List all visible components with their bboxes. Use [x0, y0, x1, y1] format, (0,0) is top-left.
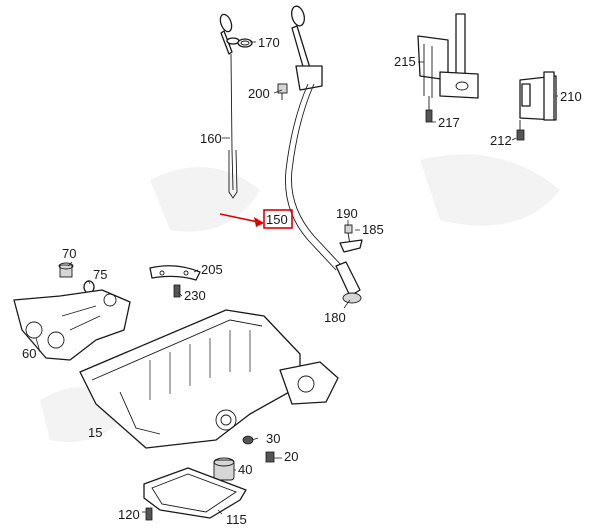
label-120[interactable]: 120	[118, 507, 140, 522]
label-60[interactable]: 60	[22, 346, 36, 361]
label-180[interactable]: 180	[324, 310, 346, 325]
label-212[interactable]: 212	[490, 133, 512, 148]
plug-20[interactable]	[265, 451, 275, 463]
label-20[interactable]: 20	[284, 449, 298, 464]
highlight-arrow	[219, 213, 264, 227]
label-150[interactable]: 150	[266, 212, 288, 227]
leader-lines	[35, 41, 558, 515]
bolt-212[interactable]	[516, 120, 525, 141]
seal-ring[interactable]	[237, 38, 253, 48]
label-170[interactable]: 170	[258, 35, 280, 50]
label-217[interactable]: 217	[438, 115, 460, 130]
label-185[interactable]: 185	[362, 222, 384, 237]
bolt-230[interactable]	[173, 284, 181, 298]
dipstick[interactable]	[218, 13, 240, 199]
label-75[interactable]: 75	[93, 267, 107, 282]
label-160[interactable]: 160	[200, 131, 222, 146]
label-205[interactable]: 205	[201, 262, 223, 277]
label-200[interactable]: 200	[248, 86, 270, 101]
label-40[interactable]: 40	[238, 462, 252, 477]
label-115[interactable]: 115	[226, 512, 247, 527]
bolt-70[interactable]	[58, 262, 74, 278]
bolt-217[interactable]	[425, 96, 433, 123]
bracket-210[interactable]	[519, 71, 557, 121]
part-labels: 170 200 160 150 190 185 180 215 217 210 …	[22, 35, 582, 527]
drain-plug-30[interactable]	[242, 435, 254, 445]
label-230[interactable]: 230	[184, 288, 206, 303]
bracket-215[interactable]	[417, 13, 479, 99]
label-190[interactable]: 190	[336, 206, 358, 221]
label-30[interactable]: 30	[266, 431, 280, 446]
label-15[interactable]: 15	[88, 425, 102, 440]
bolt-120[interactable]	[145, 507, 153, 521]
label-210[interactable]: 210	[560, 89, 582, 104]
oil-pan[interactable]	[79, 309, 339, 449]
highlight-box	[263, 209, 293, 229]
gasket-115[interactable]	[143, 467, 247, 519]
bracket-205[interactable]	[149, 265, 201, 281]
bolt-190[interactable]	[339, 224, 363, 253]
label-215[interactable]: 215	[394, 54, 416, 69]
bolt-200[interactable]	[277, 83, 288, 100]
guide-tube[interactable]	[285, 5, 362, 304]
engine-mount[interactable]	[13, 289, 131, 361]
oil-filter-40[interactable]	[213, 457, 235, 481]
label-70[interactable]: 70	[62, 246, 76, 261]
